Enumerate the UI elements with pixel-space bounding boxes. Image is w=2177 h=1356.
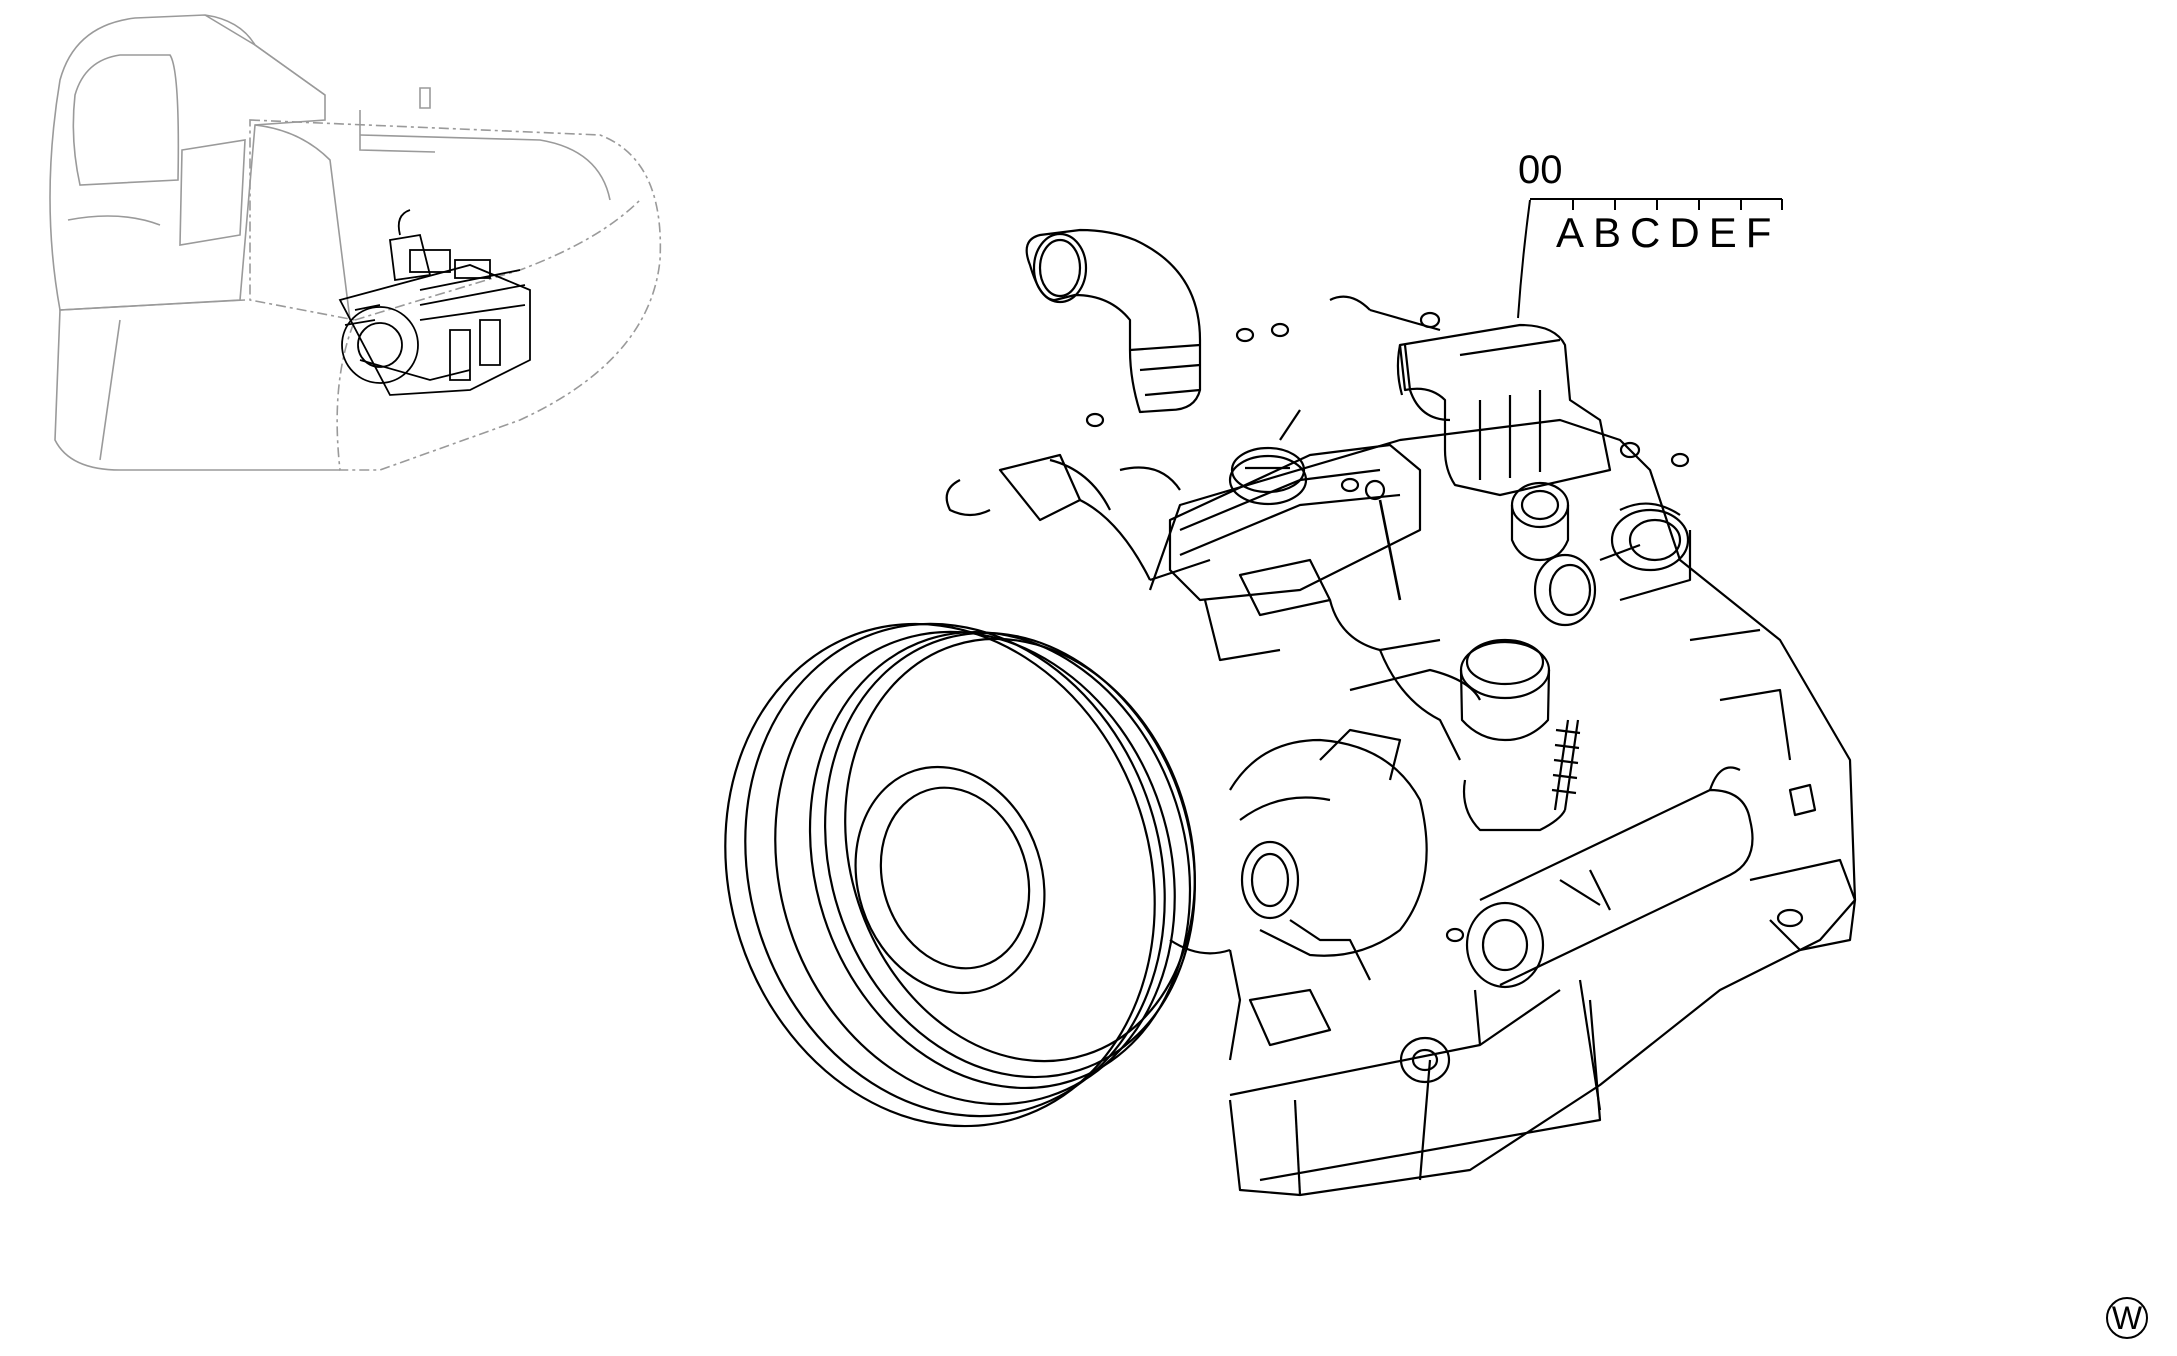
locator-engine-highlight	[338, 209, 531, 396]
intake-manifold	[1396, 323, 1612, 497]
circled-w-icon: W	[2106, 1297, 2148, 1339]
engine-mount	[1689, 628, 1857, 952]
intake-elbow	[1025, 228, 1202, 414]
turbocharger	[1510, 481, 1692, 627]
starter-motor	[1229, 728, 1428, 957]
excavator-locator-icon	[49, 14, 662, 471]
brackets-and-pipes	[945, 295, 1690, 1084]
callout-variant-codes: ABCDEF	[1556, 209, 1780, 256]
engine-block	[1148, 418, 1857, 1197]
callout-part-number: 00	[1518, 148, 1563, 192]
corner-mark-letter: W	[2112, 1300, 2143, 1336]
throttle-spring	[1462, 719, 1581, 832]
flywheel-housing	[724, 622, 1196, 1128]
engine-assembly-icon	[724, 228, 1857, 1197]
part-callout: 00 ABCDEF	[1517, 148, 1783, 319]
alternator	[1465, 766, 1754, 989]
oil-filter	[1459, 638, 1551, 742]
